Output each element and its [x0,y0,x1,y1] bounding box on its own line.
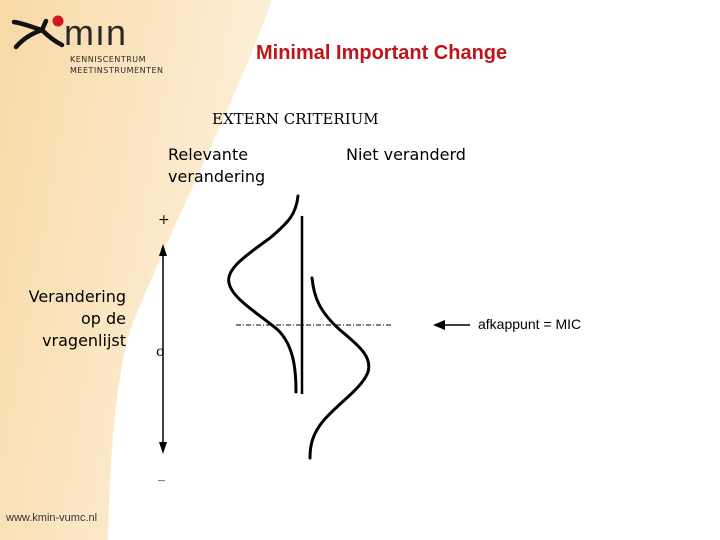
column-label-relevant-change: Relevante verandering [168,144,265,188]
column-label-unchanged: Niet veranderd [346,145,466,164]
column-label-relevant-line2: verandering [168,167,266,186]
y-axis-label-line1: Verandering [28,287,126,306]
axis-mark-plus: + [158,212,170,228]
logo-subtitle-line2: MEETINSTRUMENTEN [70,66,164,75]
y-axis-label: Verandering op de vragenlijst [29,286,126,352]
axis-mark-zero: o [156,344,165,360]
axis-mark-minus: _ [158,466,165,482]
column-label-relevant-line1: Relevante [168,145,249,164]
cutoff-pointer-arrow [433,320,470,330]
diagram-header: EXTERN CRITERIUM [212,110,379,128]
slide-title: Minimal Important Change [256,42,508,64]
vertical-axis-arrow [159,244,167,454]
footer-url[interactable]: www.kmin-vumc.nl [6,512,98,524]
y-axis-label-line2: op de [80,309,126,328]
cutoff-label: afkappunt = MIC [478,316,582,332]
relevant-change-curve [227,194,300,394]
logo-subtitle-line1: KENNISCENTRUM [70,55,147,64]
logo-mark [11,15,65,50]
unchanged-curve [308,276,371,460]
logo-wordmark: mın [64,12,128,53]
y-axis-label-line3: vragenlijst [42,331,126,350]
